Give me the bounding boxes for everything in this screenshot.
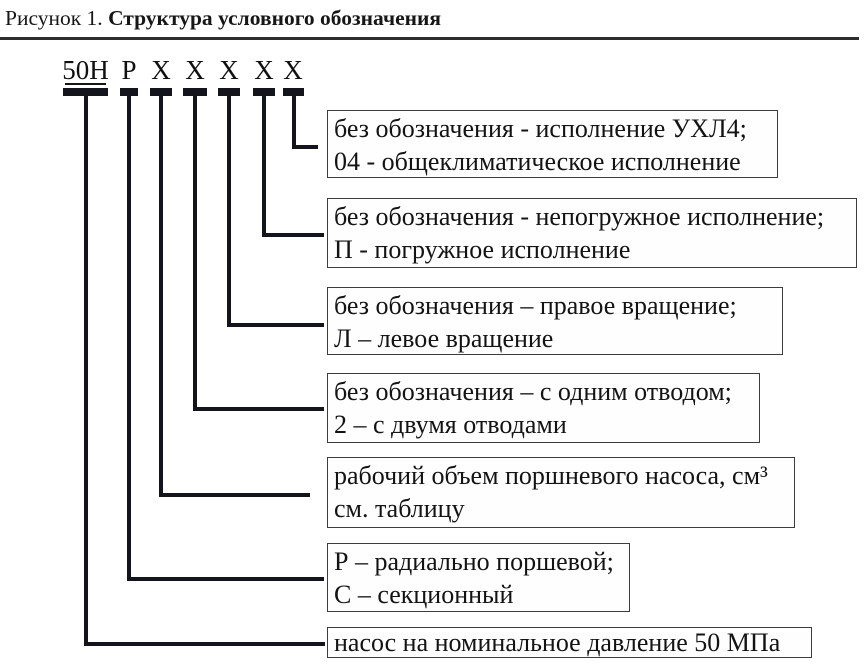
connector-horizontal-1 xyxy=(83,642,325,646)
legend-box-volume: рабочий объем поршневого насоса, см³ см.… xyxy=(327,457,795,528)
connector-horizontal-2 xyxy=(127,577,324,581)
legend-box-outlets: без обозначения – с одним отводом; 2 – с… xyxy=(327,373,760,443)
legend-box-climate: без обозначения - исполнение УХЛ4; 04 - … xyxy=(327,110,778,178)
legend-box-rotation: без обозначения – правое вращение; Л – л… xyxy=(327,287,783,355)
code-segment-label: X xyxy=(254,55,274,85)
legend-box-line: см. таблицу xyxy=(334,494,465,523)
connector-vertical-7 xyxy=(292,92,296,149)
connector-horizontal-7 xyxy=(292,145,318,149)
legend-box-line: Р – радиально поршевой; xyxy=(334,547,614,576)
code-segment-label: X xyxy=(151,55,171,85)
code-segment-underline xyxy=(65,83,106,85)
caption-divider-rule xyxy=(0,37,859,40)
legend-box-line: П - погружное исполнение xyxy=(334,235,631,264)
connector-horizontal-3 xyxy=(159,493,310,497)
legend-box-line: без обозначения - непогружное исполнение… xyxy=(334,202,825,231)
legend-box-line: без обозначения - исполнение УХЛ4; xyxy=(334,114,747,143)
connector-horizontal-6 xyxy=(262,233,324,237)
connector-vertical-5 xyxy=(227,92,231,327)
connector-vertical-4 xyxy=(193,92,197,411)
connector-vertical-1 xyxy=(83,92,88,646)
legend-box-line: С – секционный xyxy=(334,580,514,609)
legend-box-line: без обозначения – правое вращение; xyxy=(334,291,737,320)
legend-box-submersible: без обозначения - непогружное исполнение… xyxy=(327,198,857,268)
connector-horizontal-5 xyxy=(227,323,324,327)
legend-box-line: Л – левое вращение xyxy=(334,324,554,353)
caption-prefix: Рисунок 1. xyxy=(5,6,103,30)
code-segment-label: X xyxy=(219,55,239,85)
legend-box-pressure: насос на номинальное давление 50 МПа xyxy=(327,627,812,658)
code-segment-label: X xyxy=(283,55,303,85)
connector-vertical-2 xyxy=(127,92,131,581)
connector-horizontal-4 xyxy=(193,407,324,411)
legend-box-line: 04 - общеклиматическое исполнение xyxy=(334,147,741,176)
legend-box-line: рабочий объем поршневого насоса, см³ xyxy=(334,461,768,490)
legend-box-line: без обозначения – с одним отводом; xyxy=(334,377,732,406)
caption-title: Структура условного обозначения xyxy=(108,6,442,30)
connector-vertical-3 xyxy=(159,92,163,497)
code-segment-label: Р xyxy=(121,55,137,85)
code-segment-label: X xyxy=(185,55,205,85)
connector-vertical-6 xyxy=(262,92,266,237)
code-segment-label: 50Н xyxy=(62,55,109,85)
figure-caption: Рисунок 1. Структура условного обозначен… xyxy=(5,6,441,31)
legend-box-line: насос на номинальное давление 50 МПа xyxy=(334,628,781,657)
legend-box-line: 2 – с двумя отводами xyxy=(334,410,567,439)
legend-box-pump-type: Р – радиально поршевой; С – секционный xyxy=(327,543,630,612)
